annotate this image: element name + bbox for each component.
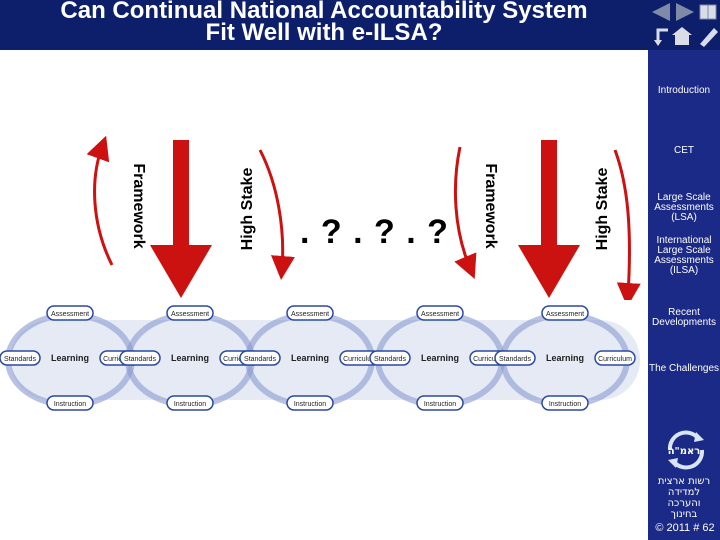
org-name-line-4: בחינוך: [670, 509, 698, 520]
left-framework-curved-arrow: [86, 135, 114, 266]
standards-node: [0, 350, 41, 366]
assessment-label: Assessment: [51, 311, 89, 318]
left-high-stake-curved-arrow: [258, 149, 295, 280]
assessment-label: Assessment: [421, 311, 459, 318]
assessment-node: [46, 305, 94, 321]
curriculum-label: Curriculum: [343, 356, 377, 363]
nav-icons: [648, 0, 720, 50]
instruction-label: Instruction: [549, 401, 581, 408]
sidebar-item-the-challenges[interactable]: The Challenges: [648, 363, 720, 374]
right-high-stake-curved-arrow: [613, 149, 641, 300]
forward-arrow-icon[interactable]: [676, 3, 694, 21]
left-high-stake-label: High Stake: [239, 167, 256, 251]
standards-node: [119, 350, 161, 366]
copyright-slide-number: © 2011 # 62: [655, 522, 715, 534]
slide-title-line-2: Fit Well with e-ILSA?: [205, 19, 443, 46]
learning-label: Learning: [291, 353, 329, 363]
instruction-node: [416, 395, 464, 411]
learning-label: Learning: [546, 353, 584, 363]
question-marks: . ? . ? . ?: [300, 213, 449, 251]
left-ilsa-label: ILSA 2018: [192, 165, 209, 241]
org-name-line-2: למדידה: [667, 487, 701, 498]
standards-node: [494, 350, 536, 366]
left-ilsa-block-arrow: [150, 140, 212, 298]
home-icon[interactable]: [672, 27, 692, 45]
standards-node: [239, 350, 281, 366]
curriculum-label: Curriculum: [598, 356, 632, 363]
assessment-label: Assessment: [291, 311, 329, 318]
sidebar-item-recent-developments[interactable]: Recent Developments: [652, 307, 716, 328]
timeline-diagram: [86, 135, 641, 300]
left-framework-label: Framework: [130, 163, 147, 249]
curriculum-label: Curriculum: [473, 356, 507, 363]
right-ilsa-block-arrow: [518, 140, 580, 298]
right-framework-label: Framework: [482, 163, 499, 249]
sidebar-item-ilsa[interactable]: International Large Scale Assessments (I…: [654, 235, 714, 276]
standards-node: [369, 350, 411, 366]
assessment-label: Assessment: [546, 311, 584, 318]
logo-icon: [667, 430, 705, 470]
sidebar-item-cet[interactable]: CET: [674, 145, 694, 156]
instruction-label: Instruction: [424, 401, 456, 408]
assessment-node: [416, 305, 464, 321]
learning-cycles-diagram: AssessmentInstructionStandardsCurriculum…: [0, 305, 640, 411]
org-name-line-1: רשות ארצית: [657, 476, 711, 487]
assessment-label: Assessment: [171, 311, 209, 318]
instruction-node: [166, 395, 214, 411]
standards-label: Standards: [4, 356, 36, 363]
cycles-band: [10, 320, 640, 400]
logo-text: ראמ"ה: [667, 446, 701, 457]
instruction-node: [541, 395, 589, 411]
right-ilsa-label: ILSA 2021: [556, 165, 573, 241]
pencil-icon[interactable]: [700, 28, 718, 47]
back-arrow-icon[interactable]: [652, 3, 670, 21]
instruction-label: Instruction: [54, 401, 86, 408]
slide-title: Can Continual National Accountability Sy…: [0, 0, 648, 46]
instruction-node: [46, 395, 94, 411]
standards-label: Standards: [244, 356, 276, 363]
assessment-node: [541, 305, 589, 321]
org-name-line-3: והערכה: [667, 498, 701, 509]
instruction-label: Instruction: [294, 401, 326, 408]
sidebar-item-lsa[interactable]: Large Scale Assessments (LSA): [654, 192, 714, 223]
sidebar: [648, 50, 720, 540]
learning-label: Learning: [51, 353, 89, 363]
return-icon[interactable]: [654, 28, 668, 46]
right-high-stake-label: High Stake: [594, 167, 611, 251]
standards-label: Standards: [499, 356, 531, 363]
instruction-label: Instruction: [174, 401, 206, 408]
assessment-node: [286, 305, 334, 321]
learning-label: Learning: [171, 353, 209, 363]
title-bar: [0, 0, 720, 50]
learning-label: Learning: [421, 353, 459, 363]
instruction-node: [286, 395, 334, 411]
standards-label: Standards: [124, 356, 156, 363]
slide-title-line-1: Can Continual National Accountability Sy…: [60, 0, 588, 24]
curriculum-node: [594, 350, 636, 366]
right-framework-curved-arrow: [453, 146, 477, 280]
sidebar-item-introduction[interactable]: Introduction: [657, 85, 711, 96]
standards-label: Standards: [374, 356, 406, 363]
book-icon[interactable]: [699, 4, 717, 20]
assessment-node: [166, 305, 214, 321]
